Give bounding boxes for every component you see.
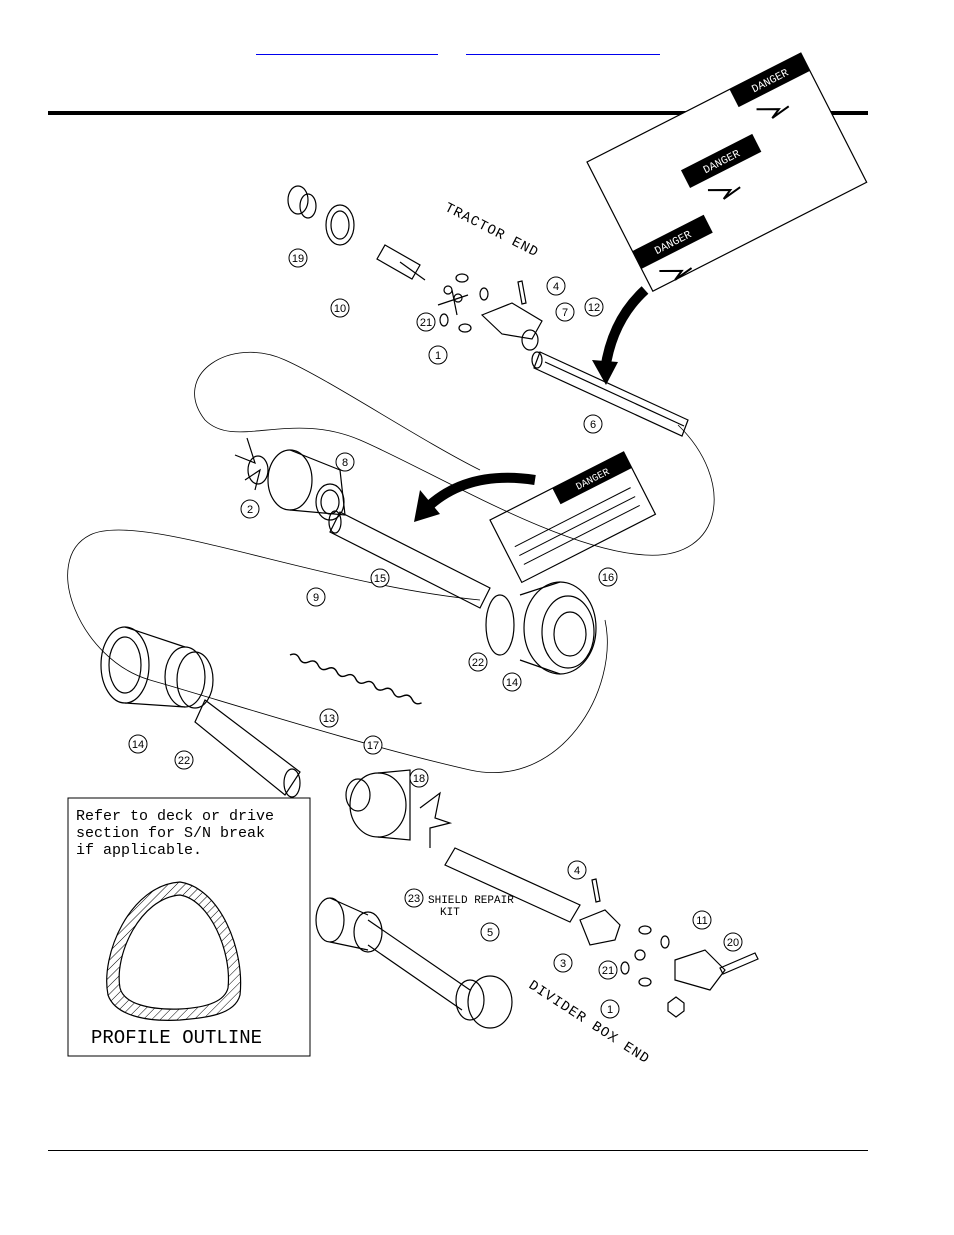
callout-4: 4	[546, 276, 566, 296]
callout-number: 3	[560, 958, 566, 970]
shield-repair-kit-23	[315, 897, 513, 1029]
shield-repair-kit-label-2: KIT	[440, 907, 460, 919]
assembly-loop-lower	[67, 529, 608, 773]
callout-8: 8	[335, 452, 355, 472]
callout-number: 17	[367, 740, 379, 752]
outer-tube-13	[194, 699, 301, 798]
callout-number: 1	[435, 350, 441, 362]
nav-link-previous[interactable]	[256, 34, 438, 55]
callout-19: 19	[288, 248, 308, 268]
profile-outline-label: PROFILE OUTLINE	[91, 1027, 262, 1049]
callout-number: 2	[247, 504, 253, 516]
note-line-1: Refer to deck or drive	[76, 808, 274, 825]
decal-arrow-12	[600, 286, 649, 371]
callout-13: 13	[319, 708, 339, 728]
callout-number: 22	[178, 755, 190, 767]
callout-22: 22	[468, 652, 488, 672]
tractor-end-yoke-assembly	[287, 185, 543, 351]
callout-number: 6	[590, 419, 596, 431]
callout-number: 7	[562, 307, 568, 319]
callout-20: 20	[723, 932, 743, 952]
callout-11: 11	[692, 910, 712, 930]
callout-4: 4	[567, 860, 587, 880]
shield-bell-right	[485, 581, 597, 675]
shield-cone-upper	[234, 437, 346, 521]
divider-box-end-label: DIVIDER BOX END	[525, 978, 652, 1068]
callout-number: 21	[602, 965, 614, 977]
nav-link-next[interactable]	[466, 34, 660, 55]
callout-7: 7	[555, 302, 575, 322]
callout-number: 11	[696, 915, 707, 927]
callout-number: 8	[342, 457, 348, 469]
callout-number: 13	[323, 713, 335, 725]
note-line-3: if applicable.	[76, 842, 202, 859]
shield-repair-kit-label-1: SHIELD REPAIR	[428, 895, 514, 907]
note-line-2: section for S/N break	[76, 825, 265, 842]
callout-14: 14	[128, 734, 148, 754]
callout-15: 15	[370, 568, 390, 588]
callout-1: 1	[600, 999, 620, 1019]
callout-5: 5	[480, 922, 500, 942]
callout-9: 9	[306, 587, 326, 607]
callout-number: 1	[607, 1004, 613, 1016]
danger-decal-12: DANGER DANGER DANGER	[586, 52, 868, 293]
outer-tube-15	[328, 510, 491, 609]
callout-18: 18	[409, 768, 429, 788]
callout-16: 16	[598, 567, 618, 587]
profile-note-box: Refer to deck or drive section for S/N b…	[67, 797, 311, 1057]
callout-number: 23	[408, 893, 420, 905]
assembly-loop-upper	[194, 351, 715, 556]
callout-number: 20	[727, 937, 739, 949]
callout-1: 1	[428, 345, 448, 365]
callout-number: 21	[420, 317, 432, 329]
footer-rule	[48, 1150, 868, 1151]
callout-17: 17	[363, 735, 383, 755]
callout-number: 12	[588, 302, 600, 314]
callout-number: 14	[132, 739, 144, 751]
safety-chain-9	[289, 653, 422, 705]
callout-22: 22	[174, 750, 194, 770]
callout-2: 2	[240, 499, 260, 519]
divider-box-yoke-assembly	[579, 878, 759, 1018]
decal-arrow-12-head	[592, 360, 618, 385]
callout-23: 23	[404, 888, 424, 908]
inner-tube-6	[531, 351, 689, 437]
callout-number: 22	[472, 657, 484, 669]
callout-10: 10	[330, 298, 350, 318]
callout-21: 21	[416, 312, 436, 332]
inner-tube-5	[444, 847, 581, 923]
danger-decal-16: DANGER	[489, 451, 657, 584]
callout-21: 21	[598, 960, 618, 980]
callout-number: 18	[413, 773, 425, 785]
callout-number: 15	[374, 573, 386, 585]
callout-14: 14	[502, 672, 522, 692]
callout-number: 5	[487, 927, 493, 939]
shield-cone-lower	[345, 769, 453, 848]
shield-bell-left	[100, 626, 214, 709]
callout-number: 16	[602, 572, 614, 584]
tractor-end-label: TRACTOR END	[442, 200, 541, 261]
callout-number: 4	[553, 281, 559, 293]
callout-number: 9	[313, 592, 319, 604]
decal-arrow-16	[426, 472, 536, 509]
callout-number: 14	[506, 677, 518, 689]
header-rule	[48, 111, 868, 115]
callout-12: 12	[584, 297, 604, 317]
decal-arrow-16-head	[414, 490, 440, 522]
callout-6: 6	[583, 414, 603, 434]
callout-3: 3	[553, 953, 573, 973]
callout-number: 10	[334, 303, 346, 315]
callout-number: 4	[574, 865, 580, 877]
callout-number: 19	[292, 253, 304, 265]
